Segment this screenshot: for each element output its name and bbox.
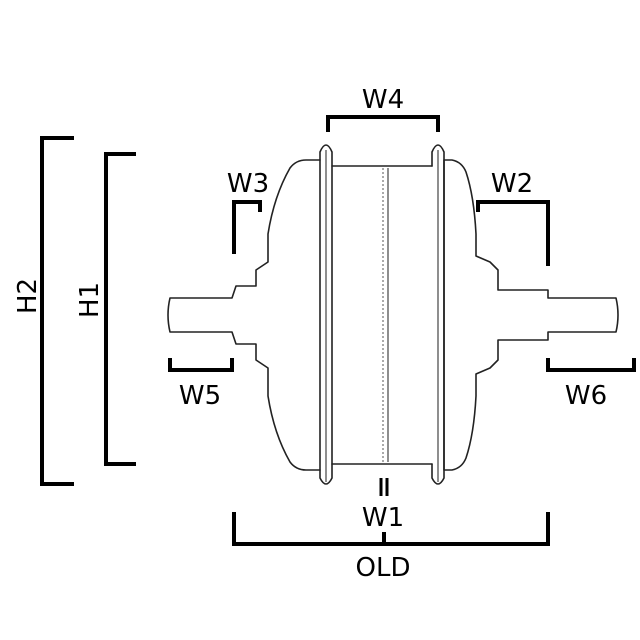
- w3-bracket: [232, 200, 262, 254]
- right-flange: [431, 144, 445, 485]
- hub-outline: [167, 159, 321, 471]
- old-bracket: [232, 512, 550, 546]
- hub-shell: [331, 165, 433, 465]
- h1-label: H1: [75, 282, 105, 318]
- w4-bracket: [326, 115, 440, 132]
- dimension-labels: W4 W3 W2 W5 W6 W1 OLD H2 H1: [13, 85, 607, 583]
- w5-bracket: [168, 358, 234, 372]
- left-flange: [319, 144, 333, 485]
- dimension-brackets: [40, 115, 636, 546]
- old-label: OLD: [356, 553, 411, 583]
- h2-bracket: [40, 136, 74, 486]
- h1-bracket: [104, 152, 136, 466]
- w1-marker: [379, 478, 389, 496]
- w6-bracket: [546, 358, 636, 372]
- w2-label: W2: [491, 169, 533, 199]
- w1-label: W1: [362, 503, 404, 533]
- hub-outline-right: [443, 159, 619, 471]
- w5-label: W5: [179, 381, 221, 411]
- hub-drawing: [167, 144, 619, 485]
- w6-label: W6: [565, 381, 607, 411]
- w4-label: W4: [362, 85, 404, 115]
- w2-bracket: [476, 200, 550, 266]
- h2-label: H2: [13, 278, 43, 314]
- w3-label: W3: [227, 169, 269, 199]
